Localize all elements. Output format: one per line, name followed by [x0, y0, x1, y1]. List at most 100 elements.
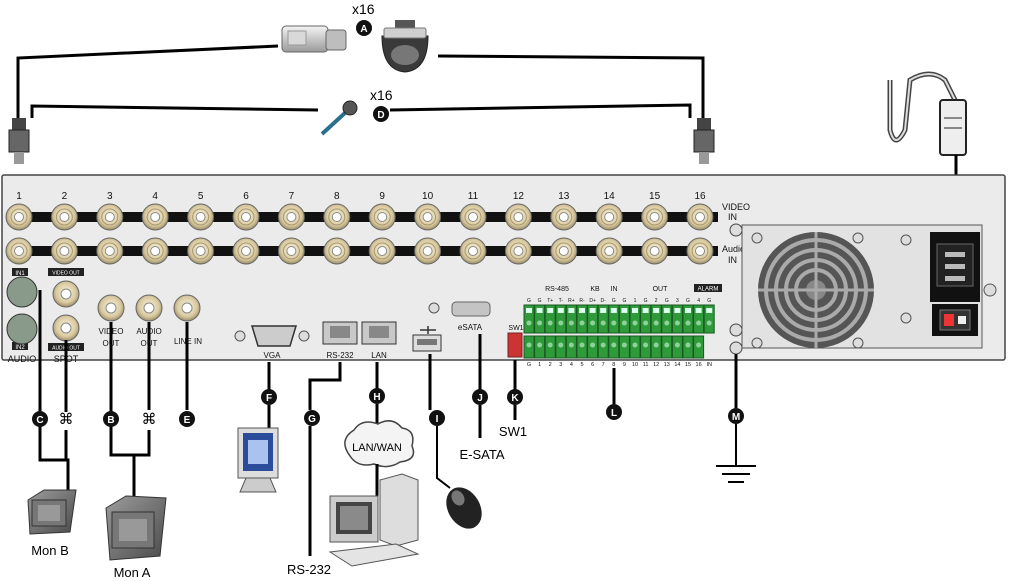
terminal-top-label: G [527, 298, 531, 304]
audio-in-bnc-15[interactable] [641, 237, 669, 265]
terminal-top-5[interactable] [576, 304, 588, 334]
channel-number-15: 15 [649, 191, 661, 202]
terminal-bottom-8[interactable] [608, 335, 620, 359]
video-in-bnc-8[interactable] [323, 203, 351, 231]
video-out-bnc[interactable] [97, 294, 125, 322]
terminal-bottom-4[interactable] [565, 335, 577, 359]
audio-in-bnc-12[interactable] [504, 237, 532, 265]
terminal-bottom-6[interactable] [587, 335, 599, 359]
video-in-bnc-9[interactable] [368, 203, 396, 231]
audio-in-bnc-3[interactable] [96, 237, 124, 265]
audio-in-bnc-9[interactable] [368, 237, 396, 265]
terminal-bottom-label: 14 [674, 362, 680, 368]
power-switch[interactable] [932, 304, 978, 336]
terminal-bottom-2[interactable] [544, 335, 556, 359]
terminal-top-17[interactable] [703, 304, 715, 334]
terminal-bottom-1[interactable] [534, 335, 546, 359]
video-in-bnc-12[interactable] [504, 203, 532, 231]
terminal-top-3[interactable] [555, 304, 567, 334]
terminal-top-12[interactable] [650, 304, 662, 334]
line-in-bnc[interactable] [173, 294, 201, 322]
terminal-bottom-12[interactable] [650, 335, 662, 359]
terminal-bottom-16[interactable] [693, 335, 705, 359]
terminal-top-10[interactable] [629, 304, 641, 334]
audio-in-bnc-2[interactable] [50, 237, 78, 265]
video-in-bnc-15[interactable] [641, 203, 669, 231]
callout-l: L [606, 404, 622, 420]
audio-in-bnc-4[interactable] [141, 237, 169, 265]
callout-d: D [373, 106, 389, 122]
video-in-bnc-1[interactable] [5, 203, 33, 231]
terminal-top-1[interactable] [534, 304, 546, 334]
esata-port[interactable] [451, 301, 491, 317]
terminal-bottom-10[interactable] [629, 335, 641, 359]
switch-icon[interactable] [507, 332, 523, 358]
audio-in2-jack[interactable] [6, 313, 38, 345]
terminal-top-0[interactable] [523, 304, 535, 334]
terminal-bottom-9[interactable] [618, 335, 630, 359]
video-in-bnc-4[interactable] [141, 203, 169, 231]
terminal-top-9[interactable] [618, 304, 630, 334]
terminal-bottom-13[interactable] [661, 335, 673, 359]
audio-in-bnc-5[interactable] [187, 237, 215, 265]
svg-text:B: B [107, 415, 114, 426]
audio-in-label: Audio [722, 244, 745, 254]
video-in-bnc-16[interactable] [686, 203, 714, 231]
audio-in-bnc-13[interactable] [550, 237, 578, 265]
terminal-bottom-0[interactable] [523, 335, 535, 359]
terminal-top-7[interactable] [597, 304, 609, 334]
video-in-bnc-2[interactable] [50, 203, 78, 231]
video-in-bnc-5[interactable] [187, 203, 215, 231]
terminal-top-label: R- [579, 298, 585, 304]
video-in-label: VIDEO [722, 202, 750, 212]
terminal-top-16[interactable] [693, 304, 705, 334]
audio-in-bnc-7[interactable] [277, 237, 305, 265]
power-inlet[interactable] [930, 232, 980, 302]
video-in-bnc-13[interactable] [550, 203, 578, 231]
audio-in-bnc-1[interactable] [5, 237, 33, 265]
audio-in-bnc-14[interactable] [595, 237, 623, 265]
terminal-bottom-label: 16 [696, 362, 702, 368]
video-in-bnc-7[interactable] [277, 203, 305, 231]
terminal-bottom-14[interactable] [671, 335, 683, 359]
terminal-bottom-11[interactable] [640, 335, 652, 359]
terminal-bottom-15[interactable] [682, 335, 694, 359]
terminal-bottom-7[interactable] [597, 335, 609, 359]
terminal-top-11[interactable] [640, 304, 652, 334]
computer-icon [328, 473, 420, 567]
audio-in-bnc-8[interactable] [323, 237, 351, 265]
audio-in-bnc-16[interactable] [686, 237, 714, 265]
audio-in-bnc-11[interactable] [459, 237, 487, 265]
terminal-top-2[interactable] [544, 304, 556, 334]
svg-text:J: J [477, 393, 483, 404]
terminal-bottom-label: 8 [612, 362, 615, 368]
spot-audio-out-bnc[interactable] [52, 314, 80, 342]
video-in-bnc-14[interactable] [595, 203, 623, 231]
callout-j: J [472, 389, 488, 405]
audio-in1-jack[interactable] [6, 276, 38, 308]
callout-c: C [32, 411, 48, 427]
audio-out-bnc[interactable] [135, 294, 163, 322]
channel-number-8: 8 [334, 191, 340, 202]
video-in-bnc-3[interactable] [96, 203, 124, 231]
video-in-bnc-11[interactable] [459, 203, 487, 231]
terminal-bottom-label: 15 [685, 362, 691, 368]
vga-port[interactable] [250, 325, 298, 347]
terminal-top-13[interactable] [661, 304, 673, 334]
terminal-top-8[interactable] [608, 304, 620, 334]
terminal-top-15[interactable] [682, 304, 694, 334]
terminal-bottom-3[interactable] [555, 335, 567, 359]
lan-wan-label: LAN/WAN [352, 442, 402, 454]
audio-in-bnc-10[interactable] [414, 237, 442, 265]
camera-icon [281, 25, 347, 53]
audio-in-bnc-6[interactable] [232, 237, 260, 265]
terminal-top-14[interactable] [671, 304, 683, 334]
terminal-top-4[interactable] [565, 304, 577, 334]
terminal-top-label: G [665, 298, 669, 304]
callout-g: G [304, 410, 320, 426]
video-in-bnc-6[interactable] [232, 203, 260, 231]
terminal-top-6[interactable] [587, 304, 599, 334]
spot-video-out-bnc[interactable] [52, 280, 80, 308]
video-in-bnc-10[interactable] [414, 203, 442, 231]
terminal-bottom-5[interactable] [576, 335, 588, 359]
